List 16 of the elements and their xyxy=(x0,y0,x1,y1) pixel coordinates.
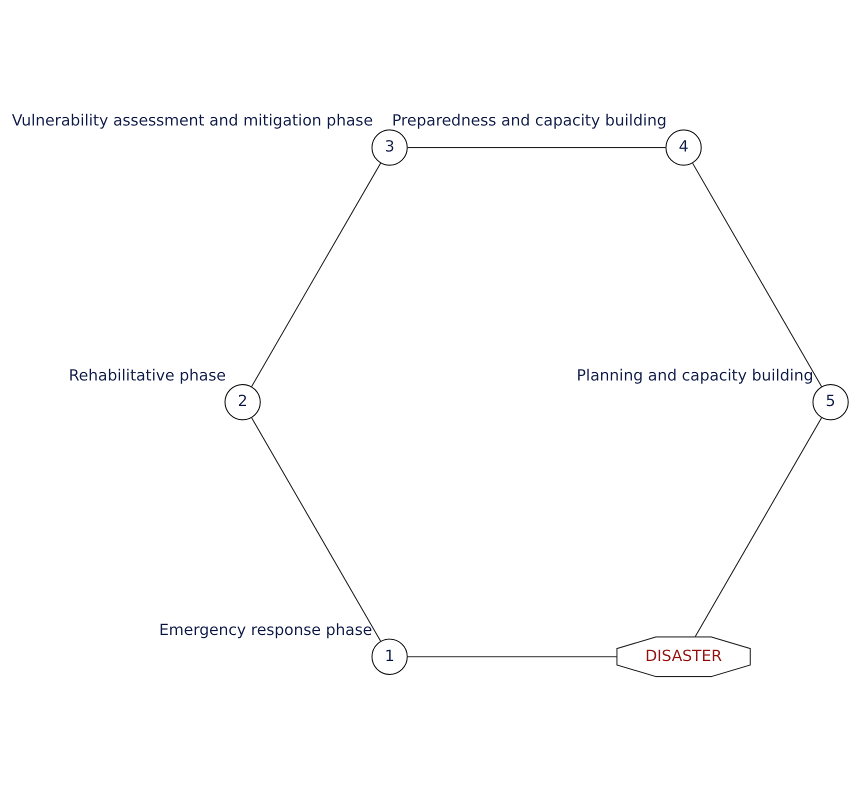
connector xyxy=(251,416,382,641)
connector xyxy=(251,162,382,386)
node-circle: 1 xyxy=(371,638,408,674)
node-label: Planning and capacity building xyxy=(576,366,814,384)
node-circle: 4 xyxy=(665,128,702,166)
node-label: Vulnerability assessment and mitigation phase xyxy=(12,111,373,130)
node-circle: 5 xyxy=(812,384,849,420)
connector xyxy=(408,146,666,148)
connector xyxy=(407,656,617,657)
node-label: Emergency response phase xyxy=(159,620,372,638)
node-circle: 2 xyxy=(224,384,261,420)
node-label: Preparedness and capacity building xyxy=(392,111,667,130)
node-circle: 3 xyxy=(371,128,408,166)
node-label: Rehabilitative phase xyxy=(68,366,226,384)
connector xyxy=(694,416,822,636)
connector xyxy=(692,162,822,387)
